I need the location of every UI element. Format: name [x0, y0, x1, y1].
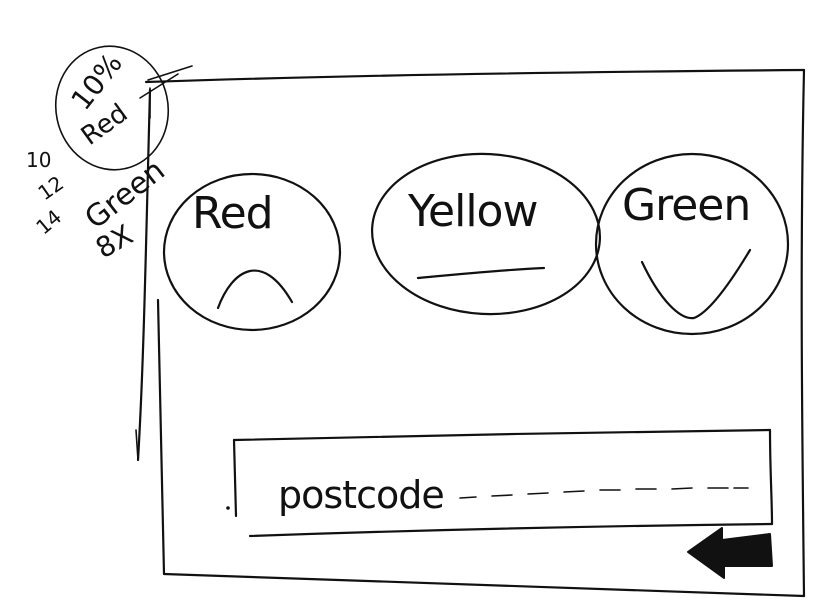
yellow-button-label: Yellow [408, 186, 538, 237]
postcode-placeholder: postcode [278, 473, 445, 517]
arrow-left-icon [687, 527, 773, 579]
submit-arrow-button[interactable] [684, 524, 776, 582]
green-button-label: Green [622, 180, 751, 231]
green-button-outline [594, 152, 790, 336]
happy-face-icon [640, 248, 752, 320]
yellow-button-outline [370, 152, 602, 316]
sad-face-icon [216, 269, 294, 310]
red-button-label: Red [192, 188, 274, 239]
red-button-outline [162, 172, 342, 332]
stray-marks [135, 429, 230, 510]
annotation-number-10: 10 [26, 148, 52, 172]
postcode-field-outline [232, 428, 774, 538]
device-frame [136, 68, 806, 598]
neutral-face-icon [416, 266, 546, 280]
